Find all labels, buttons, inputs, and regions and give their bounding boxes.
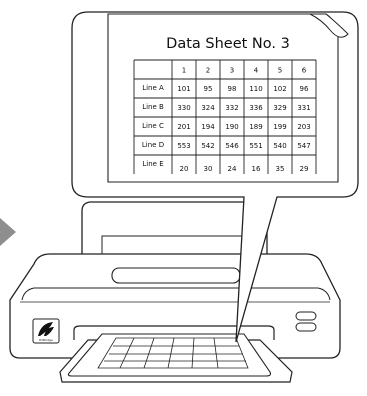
- printer-top-slot: [112, 268, 240, 283]
- table-cell: 542: [201, 142, 214, 150]
- row-label: Line D: [142, 141, 164, 149]
- table-cell: 102: [273, 85, 286, 93]
- table-cell: 101: [177, 85, 190, 93]
- table-cell: 24: [228, 165, 237, 173]
- column-header: 2: [206, 67, 210, 75]
- column-header: 1: [182, 67, 186, 75]
- table-cell: 540: [273, 142, 286, 150]
- table-cell: 194: [201, 123, 215, 131]
- table-cell: 330: [177, 104, 190, 112]
- table-cell: 20: [180, 165, 189, 173]
- column-header: 4: [254, 67, 259, 75]
- column-header: 6: [302, 67, 307, 75]
- table-cell: 331: [297, 104, 310, 112]
- row-label: Line E: [142, 160, 163, 168]
- printed-paper: [68, 334, 270, 376]
- column-header: 5: [278, 67, 282, 75]
- table-cell: 96: [300, 85, 309, 93]
- logo-text: PriBridge: [39, 338, 53, 342]
- row-label: Line A: [142, 84, 164, 92]
- table-cell: 98: [228, 85, 237, 93]
- resume-button: [296, 323, 316, 331]
- table-cell: 29: [300, 165, 309, 173]
- table-cell: 35: [276, 165, 285, 173]
- row-label: Line B: [142, 103, 164, 111]
- row-label: Line C: [142, 122, 164, 130]
- table-cell: 332: [225, 104, 238, 112]
- table-cell: 336: [249, 104, 263, 112]
- table-cell: 110: [249, 85, 262, 93]
- table-cell: 30: [204, 165, 213, 173]
- printer-rear-tray: [82, 202, 267, 254]
- column-header: 3: [230, 67, 234, 75]
- brand-logo: PriBridge: [33, 319, 59, 343]
- power-button: [296, 312, 316, 320]
- table-cell: 546: [225, 142, 239, 150]
- table-cell: 551: [249, 142, 262, 150]
- table-cell: 547: [297, 142, 310, 150]
- sheet-title: Data Sheet No. 3: [166, 36, 290, 52]
- table-cell: 199: [273, 123, 286, 131]
- arrow-icon: [0, 218, 16, 246]
- table-cell: 16: [252, 165, 261, 173]
- table-cell: 324: [201, 104, 215, 112]
- table-cell: 190: [225, 123, 238, 131]
- table-cell: 95: [204, 85, 213, 93]
- table-cell: 553: [177, 142, 190, 150]
- table-cell: 203: [297, 123, 310, 131]
- table-cell: 329: [273, 104, 286, 112]
- table-cell: 201: [177, 123, 190, 131]
- table-cell: 189: [249, 123, 262, 131]
